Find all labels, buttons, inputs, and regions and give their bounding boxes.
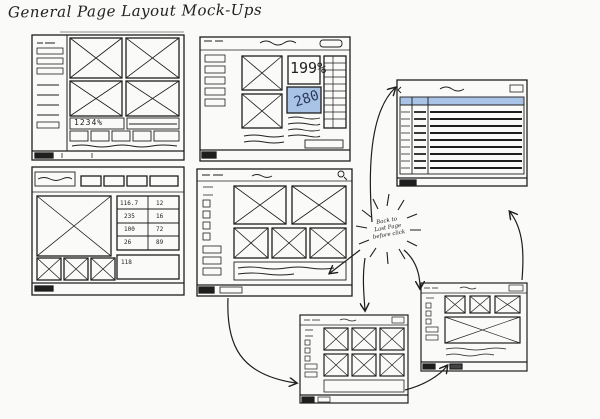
grid-cell: 26 [124,239,132,246]
grid-cell: 12 [156,200,164,207]
mockup-detail-page-a [299,314,409,404]
mockup-data-grid-page [31,166,185,296]
back-note-starburst [355,193,421,265]
mockup-detail-page-b [420,282,528,372]
grid-cell: 89 [156,239,164,246]
stat-primary-value: 199% [290,59,327,77]
mockup-dashboard-grid [31,31,185,161]
grid-cell: 100 [124,226,135,233]
mockup-stats-page [199,36,351,162]
grid-footer-value: 118 [121,259,132,266]
flow-arrows [227,88,524,391]
grid-cell: 235 [124,213,135,220]
mockup-table-page [396,79,528,187]
grid-cell: 16 [156,213,164,220]
grid-cell: 72 [156,226,164,233]
grid-cell: 116.7 [120,200,139,207]
mockup-gallery-page [196,168,353,297]
stat-value-percent: 1234% [74,118,104,127]
